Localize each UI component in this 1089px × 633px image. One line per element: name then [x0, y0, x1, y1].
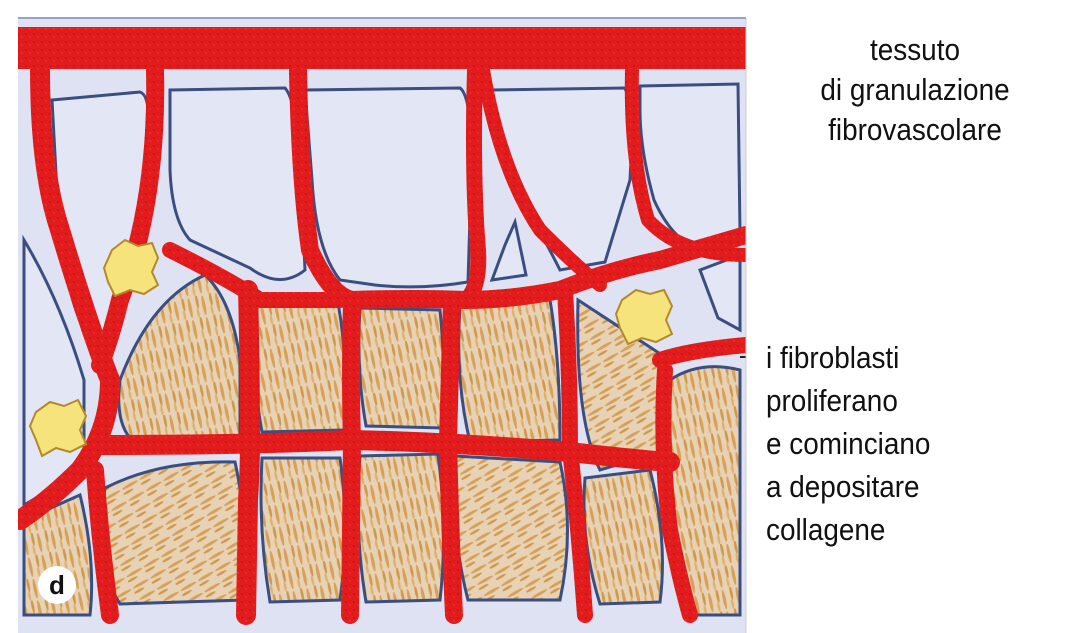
fibroblast-callout-label: i fibroblasti proliferano e cominciano a…: [766, 336, 930, 551]
title-line: di granulazione: [798, 70, 1032, 110]
tissue-title-label: tessuto di granulazione fibrovascolare: [798, 30, 1032, 150]
callout-line: i fibroblasti: [766, 336, 930, 379]
callout-line: proliferano: [766, 379, 930, 422]
title-line: fibrovascolare: [798, 110, 1032, 150]
callout-line: collagene: [766, 508, 930, 551]
callout-line: a depositare: [766, 465, 930, 508]
title-line: tessuto: [798, 30, 1032, 70]
panel-letter: d: [38, 566, 76, 604]
callout-line: e cominciano: [766, 422, 930, 465]
fibroblast-cell: [616, 290, 672, 344]
